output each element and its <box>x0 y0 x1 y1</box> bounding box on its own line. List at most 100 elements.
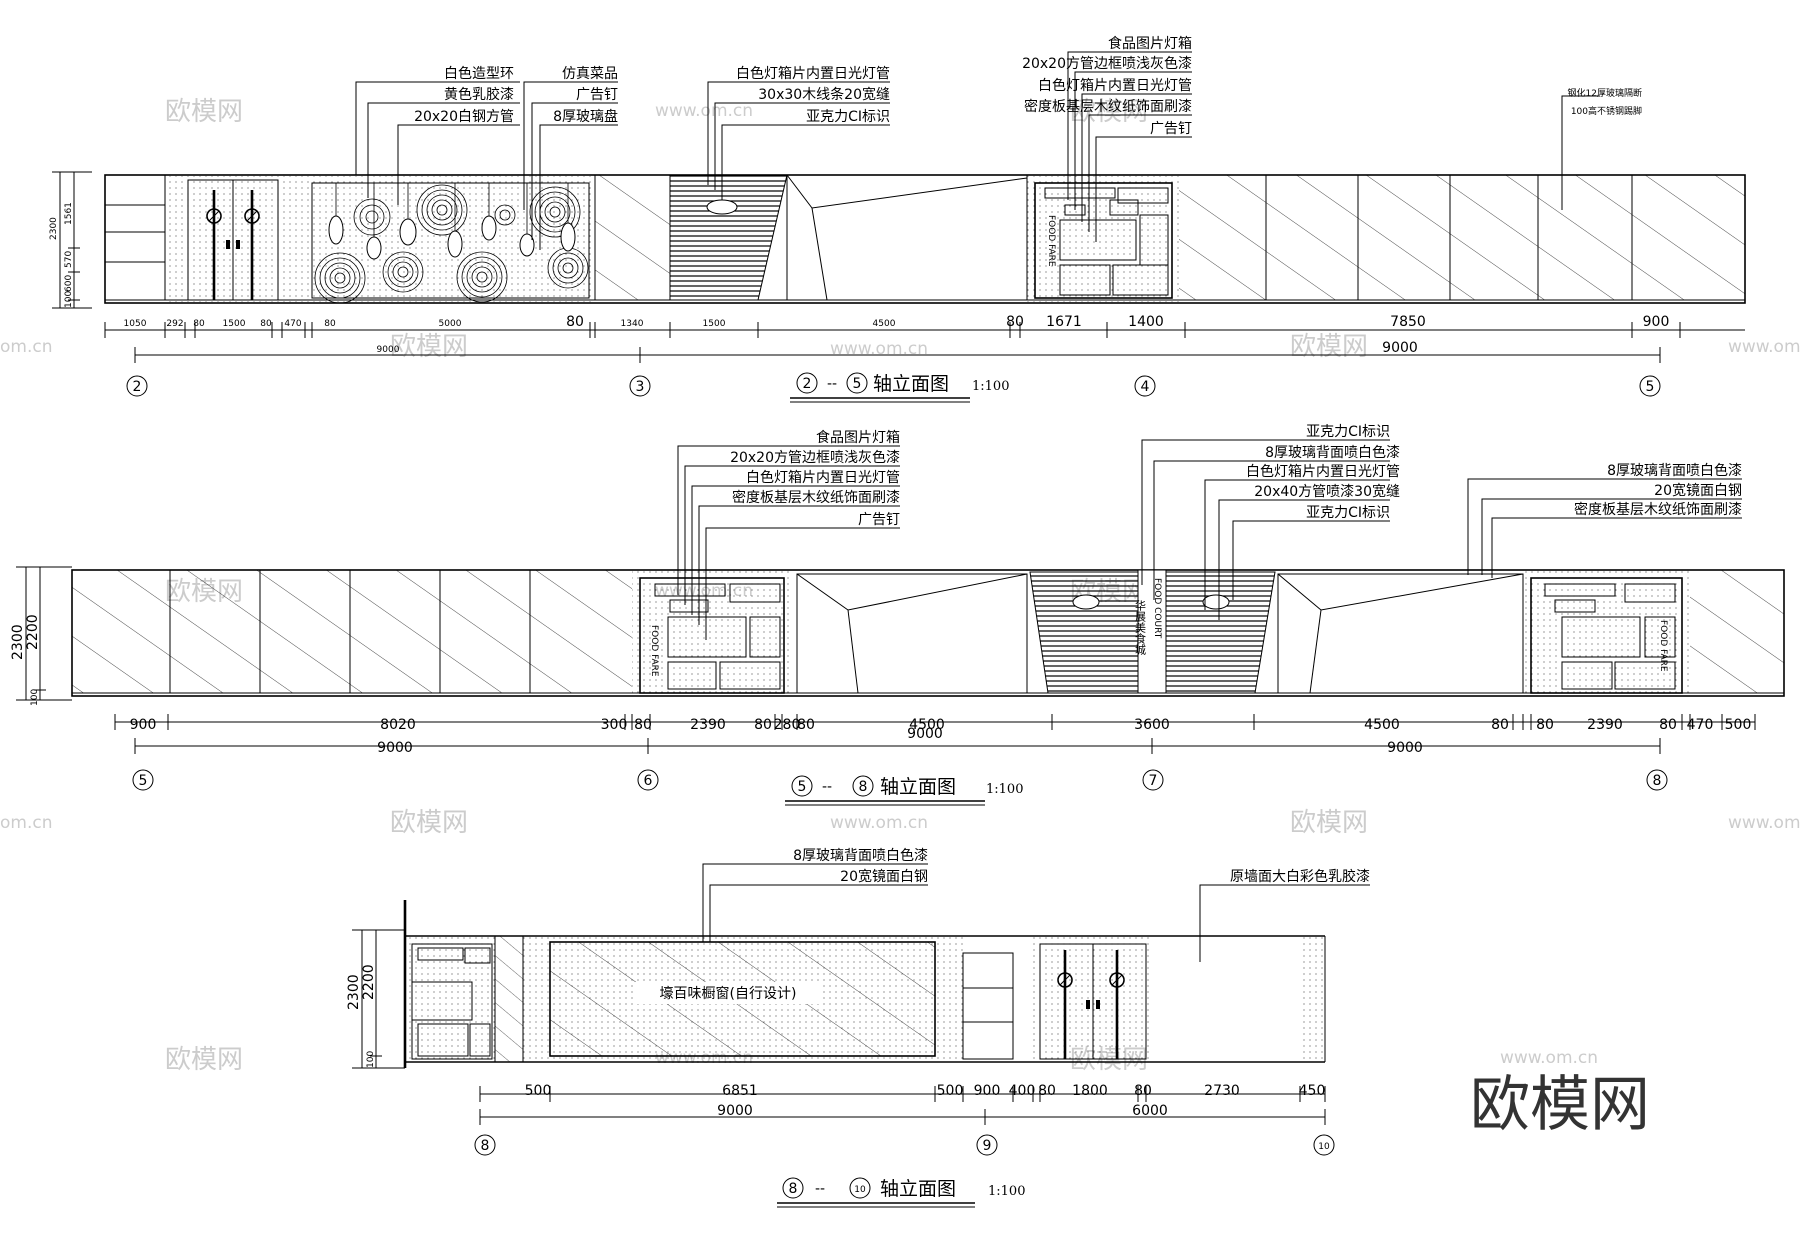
annotation: 白色灯箱片内置日光灯管 <box>736 65 890 82</box>
annotation: 20宽镜面白钢 <box>840 868 928 885</box>
food-court-label: FOOD COURT <box>1152 578 1162 639</box>
dimension-chain: 500 6851 500 900 400 80 1800 80 2730 450… <box>479 1083 1326 1125</box>
dim-label: 4500 <box>873 319 896 329</box>
dim-label: 80 <box>193 319 205 329</box>
dim-label: 470 <box>284 319 301 329</box>
dim-label: 2390 <box>690 717 726 733</box>
annotation: 广告钉 <box>858 512 900 528</box>
dim-label: 80 <box>1491 717 1509 733</box>
elevation-panel-8-10: 2300 2200 100 壕百味橱窗(自行设计) <box>346 847 1370 1208</box>
dim-label: 80 <box>754 717 772 733</box>
dimension-chain: 1050 292 80 1500 80 470 80 5000 80 1340 … <box>104 314 1745 363</box>
title-scale: 1:100 <box>986 782 1023 797</box>
title-axis-a: 8 <box>789 1181 798 1197</box>
title-sep: -- <box>815 1181 825 1197</box>
annotation: 20x40方管喷漆30宽缝 <box>1254 483 1400 500</box>
annotation: 白色灯箱片内置日光灯管 <box>1246 463 1400 480</box>
vdim-label: 100 <box>366 1051 376 1068</box>
annotation: 20x20白钢方管 <box>414 109 514 125</box>
title-axis-a: 2 <box>803 376 812 392</box>
annotation: 白色造型环 <box>444 65 514 82</box>
dim-label: 900 <box>130 717 157 733</box>
dim-total: 9000 <box>907 726 943 742</box>
vdim-label: 100 <box>64 291 74 308</box>
axis-number: 4 <box>1141 379 1150 395</box>
axis-number: 7 <box>1149 773 1158 789</box>
dim-label: 80 <box>1536 717 1554 733</box>
annotation: 原墙面大白彩色乳胶漆 <box>1230 868 1370 885</box>
dim-label: 900 <box>1643 314 1670 330</box>
watermark-text: 欧模网 <box>1290 808 1368 838</box>
leader-lines <box>702 863 1370 962</box>
annotation: 白色灯箱片内置日光灯管 <box>746 469 900 486</box>
watermark-url: www.om.cn <box>1728 813 1800 833</box>
annotation-labels: 8厚玻璃背面喷白色漆 20宽镜面白钢 原墙面大白彩色乳胶漆 <box>793 847 1370 885</box>
leader-lines <box>355 51 1600 250</box>
dim-label: 7850 <box>1390 314 1426 330</box>
title-text: 轴立面图 <box>873 373 949 395</box>
dim-label: 80 <box>634 717 652 733</box>
panel-title: 5 -- 8 轴立面图 1:100 <box>785 775 1023 806</box>
annotation: 黄色乳胶漆 <box>444 86 514 103</box>
vdim-label: 2200 <box>25 614 41 650</box>
axis-number: 5 <box>1646 379 1655 395</box>
brand-logo: 欧模网 <box>1470 1070 1650 1140</box>
dim-label: 450 <box>1299 1083 1326 1099</box>
annotation: 8厚玻璃背面喷白色漆 <box>1607 462 1742 479</box>
axis-number: 9 <box>983 1138 992 1154</box>
axis-number: 2 <box>133 379 142 395</box>
dim-label: 470 <box>1687 717 1714 733</box>
title-sep: -- <box>827 376 837 392</box>
title-axis-b: 8 <box>859 779 868 795</box>
vdim-label: 100 <box>30 689 40 706</box>
dim-label: 1500 <box>703 319 726 329</box>
dim-label: 80 <box>1659 717 1677 733</box>
vdim-label: 2300 <box>49 217 59 240</box>
annotation: 20x20方管边框喷浅灰色漆 <box>730 449 900 466</box>
dim-label: 4500 <box>1364 717 1400 733</box>
dim-label: 900 <box>974 1083 1001 1099</box>
annotation: 密度板基层木纹纸饰面刷漆 <box>1574 501 1742 518</box>
annotation-labels: 白色造型环 黄色乳胶漆 20x20白钢方管 仿真菜品 广告钉 8厚玻璃盘 白色灯… <box>414 35 1642 137</box>
watermark-url: www.om.cn <box>830 813 928 833</box>
vertical-dimension: 2300 2200 100 <box>10 566 72 706</box>
watermark-url: www.om.cn <box>830 339 928 359</box>
dim-total: 9000 <box>377 740 413 756</box>
dim-total: 9000 <box>1382 340 1418 356</box>
glass-mullions <box>1265 175 1633 300</box>
watermark-text: 欧模网 <box>390 332 468 362</box>
watermark-text: 欧模网 <box>165 97 243 127</box>
annotation-labels: 食品图片灯箱 20x20方管边框喷浅灰色漆 白色灯箱片内置日光灯管 密度板基层木… <box>730 424 1742 528</box>
watermark-url: www.om.cn <box>1500 1048 1598 1068</box>
vdim-label: 570 <box>64 251 74 268</box>
dim-label: 80 <box>260 319 272 329</box>
dim-label: 5000 <box>439 319 462 329</box>
dim-label: 1340 <box>621 319 644 329</box>
dim-label: 500 <box>1725 717 1752 733</box>
annotation: 8厚玻璃背面喷白色漆 <box>793 847 928 864</box>
watermark-text: 欧模网 <box>390 808 468 838</box>
panel-title: 8 -- 10 轴立面图 1:100 <box>777 1177 1025 1208</box>
dim-label: 8020 <box>380 717 416 733</box>
dim-label: 1671 <box>1046 314 1082 330</box>
annotation: 食品图片灯箱 <box>1108 35 1192 52</box>
dim-label: 80 <box>566 314 584 330</box>
axis-number: 6 <box>644 773 653 789</box>
dim-label: 1400 <box>1128 314 1164 330</box>
annotation: 20宽镜面白钢 <box>1654 482 1742 499</box>
dim-label: 300 <box>601 717 628 733</box>
watermark-url: www.om.cn <box>1728 337 1800 357</box>
dim-total: 9000 <box>377 345 400 355</box>
food-fare-label: FOOD FARE <box>649 625 659 677</box>
axis-number: 8 <box>481 1138 490 1154</box>
dimension-chain: 900 8020 300 80 2390 80 280 80 4500 3600… <box>114 714 1756 756</box>
dim-label: 80 <box>1038 1083 1056 1099</box>
food-fare-label: FOOD FARE <box>1046 215 1056 267</box>
dim-label: 500 <box>937 1083 964 1099</box>
dim-label: 80 <box>324 319 336 329</box>
dim-label: 280 <box>774 717 801 733</box>
annotation: 广告钉 <box>1150 121 1192 137</box>
axis-number: 10 <box>1318 1142 1330 1152</box>
annotation: 20x20方管边框喷浅灰色漆 <box>1022 55 1192 72</box>
